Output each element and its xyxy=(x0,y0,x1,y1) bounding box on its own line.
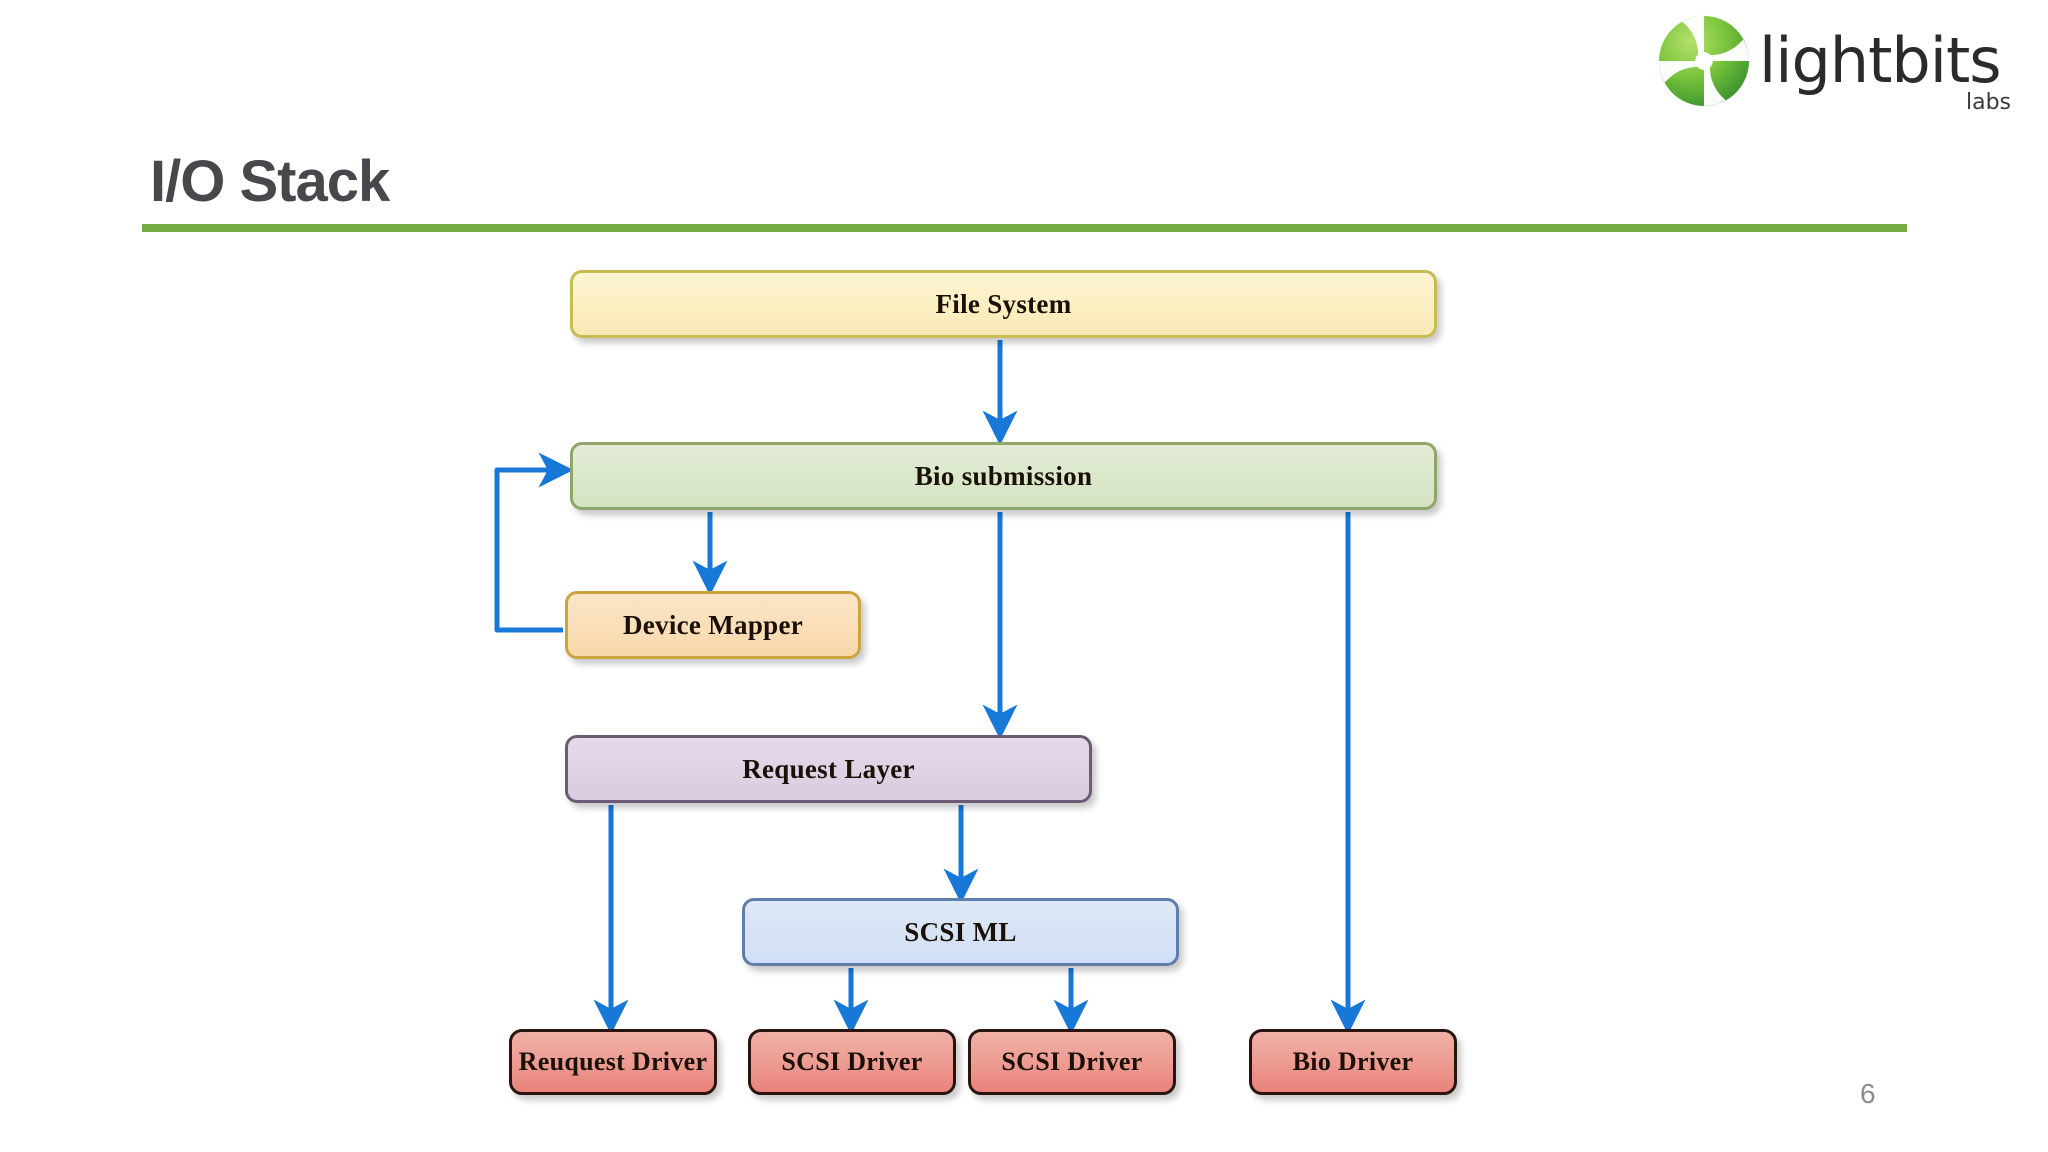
node-request-layer[interactable]: Request Layer xyxy=(565,735,1092,803)
node-device-mapper[interactable]: Device Mapper xyxy=(565,591,861,659)
logo-subtext: labs xyxy=(1965,90,2011,115)
node-scsi-driver-1[interactable]: SCSI Driver xyxy=(748,1029,956,1095)
node-bio-driver[interactable]: Bio Driver xyxy=(1249,1029,1457,1095)
lightbits-pinwheel-icon xyxy=(1658,15,1750,107)
node-scsi-ml[interactable]: SCSI ML xyxy=(742,898,1179,966)
lightbits-logo: lightbits labs xyxy=(1655,12,2015,117)
node-scsi-driver-2[interactable]: SCSI Driver xyxy=(968,1029,1176,1095)
logo-wordmark: lightbits xyxy=(1759,24,2002,97)
edge-devicemapper-loopback-to-biosubmission xyxy=(494,452,574,633)
page-title: I/O Stack xyxy=(150,149,390,214)
page-number: 6 xyxy=(1860,1078,1876,1109)
title-divider-rule xyxy=(142,224,1907,232)
node-bio-submission[interactable]: Bio submission xyxy=(570,442,1437,510)
node-file-system[interactable]: File System xyxy=(570,270,1437,338)
node-request-driver[interactable]: Reuquest Driver xyxy=(509,1029,717,1095)
